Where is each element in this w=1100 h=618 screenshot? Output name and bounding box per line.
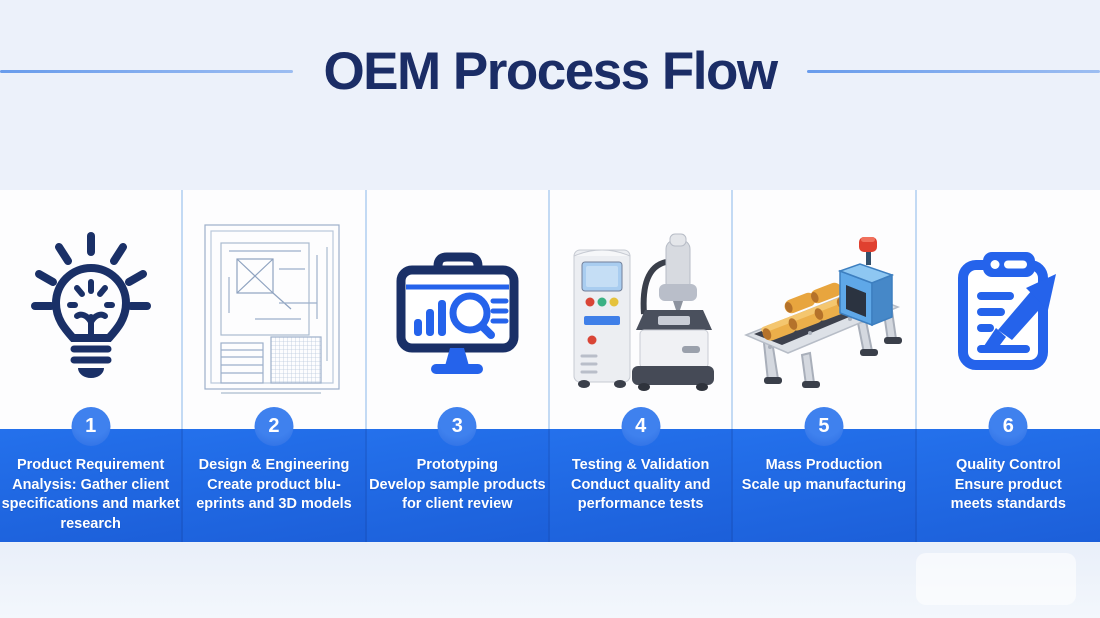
title-divider-right xyxy=(806,69,1100,73)
analytics-monitor-icon xyxy=(396,252,519,374)
step-icon-area xyxy=(0,190,184,429)
watermark-area xyxy=(916,553,1076,605)
conveyor-belt-icon xyxy=(744,236,902,388)
quality-clipboard-icon xyxy=(958,251,1057,370)
step-icon-area xyxy=(183,190,367,429)
page-title: OEM Process Flow xyxy=(323,41,778,101)
step-number-badge: 6 xyxy=(988,407,1028,446)
footer-strip xyxy=(0,543,1100,618)
step-number-badge: 5 xyxy=(804,407,844,446)
testing-machine-icon xyxy=(573,233,714,391)
step-icon-area xyxy=(366,190,550,429)
blueprint-drawing-icon xyxy=(204,223,340,394)
step-number-badge: 4 xyxy=(621,407,661,446)
title-divider-left xyxy=(0,69,294,73)
lightbulb-idea-icon xyxy=(30,231,151,378)
header: OEM Process Flow xyxy=(0,0,1100,142)
step-number-badge: 1 xyxy=(71,407,111,446)
step-icon-area xyxy=(733,190,917,429)
step-number-badge: 3 xyxy=(437,407,477,446)
step-icon-area xyxy=(549,190,734,429)
step-icon-area xyxy=(916,190,1100,429)
step-number-badge: 2 xyxy=(254,407,294,446)
